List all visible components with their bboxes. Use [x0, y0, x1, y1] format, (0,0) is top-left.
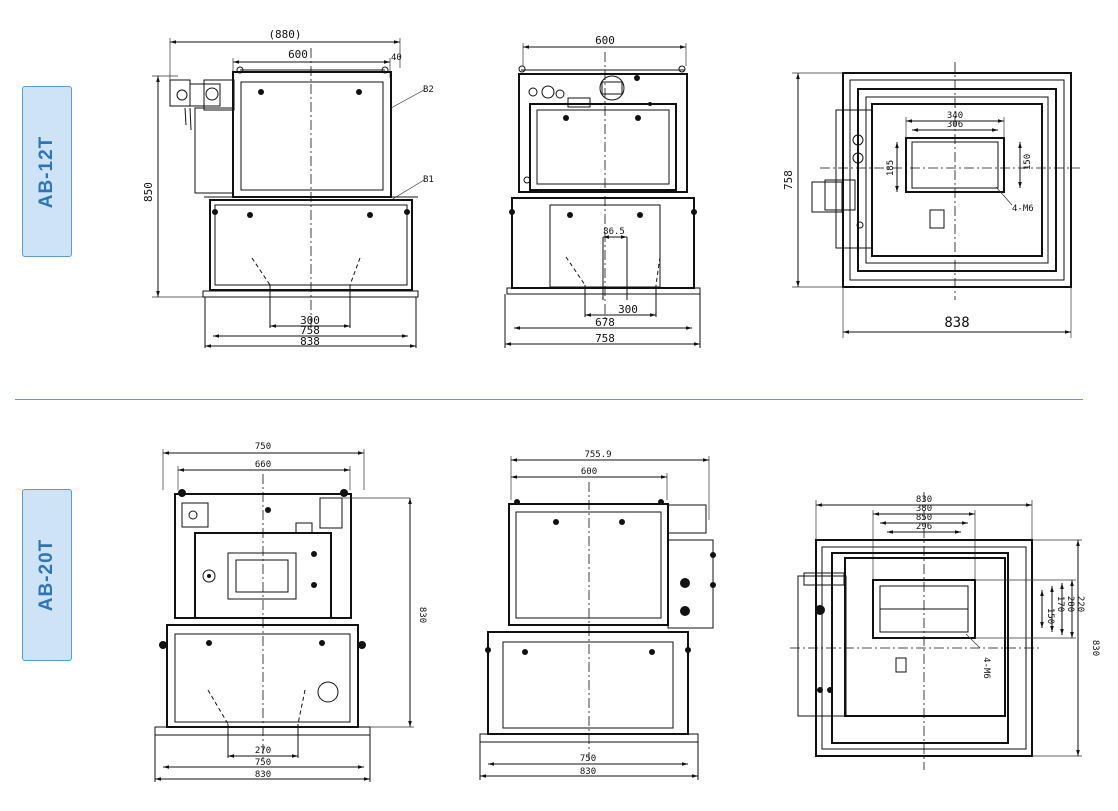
dim-offset: 40	[391, 53, 402, 63]
dim-side-base-outer: 830	[580, 767, 596, 777]
dim-hole-h: 185	[886, 160, 896, 176]
dim-base-inner: 750	[255, 758, 271, 768]
section-divider	[15, 399, 1083, 400]
ab12t-side-view: 600	[504, 34, 701, 348]
dim-top-h4: 150	[1045, 608, 1055, 624]
dim-base-outer: 838	[300, 335, 320, 348]
model-tag-ab12t: AB-12T	[22, 86, 72, 257]
dim-top-h2: 200	[1065, 596, 1075, 612]
dim-overall-width: (880)	[268, 28, 301, 41]
dim-base-inner: 758	[300, 324, 320, 337]
ab12t-top-view: 340 306 185 150 4-M6 758 838	[782, 62, 1080, 338]
dim-inner-width: 660	[255, 460, 271, 470]
dim-height: 830	[417, 607, 427, 623]
dim-top-width: 600	[288, 48, 308, 61]
dim-side-inner-width: 600	[581, 467, 597, 477]
dim-top-depth: 758	[782, 170, 795, 190]
dim-height: 850	[142, 182, 155, 202]
label-bolts: 4-M6	[981, 657, 991, 679]
dim-outer-width: 750	[255, 442, 271, 452]
dim-side-top-width: 600	[595, 34, 615, 47]
dim-top-w4: 296	[916, 522, 932, 532]
dim-top-w2: 380	[916, 504, 932, 514]
model-tag-ab20t: AB-20T	[22, 489, 72, 661]
ab12t-front-view: (880) 600 40 850	[142, 28, 434, 348]
dim-side-outer-width: 755.9	[584, 450, 611, 460]
dim-side-base-inner: 678	[595, 316, 615, 329]
ab20t-side-view: 755.9 600	[479, 450, 716, 780]
dim-side-base-inner: 750	[580, 754, 596, 764]
callout-b2: B2	[423, 85, 434, 95]
dim-top-depth: 830	[1090, 640, 1100, 656]
dim-base-outer: 830	[255, 770, 271, 780]
dim-top-h3: 170	[1055, 596, 1065, 612]
dim-hole-h2: 150	[1023, 154, 1033, 170]
dim-top-width: 838	[944, 315, 969, 331]
ab20t-front-view: 750 660	[154, 442, 427, 782]
dim-side-small: 86.5	[603, 227, 625, 237]
label-bolts: 4-M6	[1012, 204, 1034, 214]
callout-b1: B1	[423, 175, 434, 185]
dim-top-h1: 220	[1075, 596, 1085, 612]
dim-side-base-outer: 758	[595, 332, 615, 345]
dim-side-outlet: 300	[618, 303, 638, 316]
ab20t-top-view: 830 380 850 296	[790, 492, 1100, 770]
dim-outlet: 300	[300, 314, 320, 327]
